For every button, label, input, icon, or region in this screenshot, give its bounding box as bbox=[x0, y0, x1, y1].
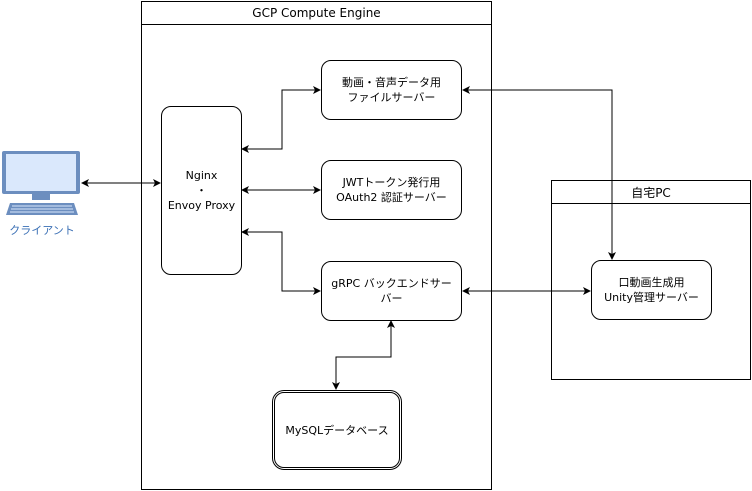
nginx-envoy-proxy-node: Nginx ・ Envoy Proxy bbox=[161, 106, 242, 275]
client-label: クライアント bbox=[9, 224, 75, 237]
proxy-line-2: ・ bbox=[196, 184, 207, 197]
proxy-line-1: Nginx bbox=[185, 169, 218, 182]
auth-server-node: JWTトークン発行用 OAuth2 認証サーバー bbox=[321, 160, 462, 220]
gcp-container-title: GCP Compute Engine bbox=[142, 2, 491, 25]
unity-server-line-2: Unity管理サーバー bbox=[604, 291, 699, 304]
proxy-line-3: Envoy Proxy bbox=[167, 199, 236, 212]
edge-proxy-file-server bbox=[241, 86, 321, 153]
computer-monitor-icon bbox=[2, 151, 80, 215]
grpc-backend-line-2: バー bbox=[380, 292, 403, 305]
edge-proxy-grpc-backend bbox=[241, 228, 321, 295]
database-line-1: MySQLデータベース bbox=[285, 423, 389, 437]
unity-server-line-1: 口動画生成用 bbox=[618, 276, 685, 289]
grpc-backend-node: gRPC バックエンドサー バー bbox=[321, 261, 462, 321]
home-pc-container-title: 自宅PC bbox=[552, 181, 750, 204]
edge-file-server-unity bbox=[462, 86, 616, 260]
grpc-backend-line-1: gRPC バックエンドサー bbox=[331, 277, 452, 290]
edge-grpc-database bbox=[332, 320, 395, 390]
client: クライアント bbox=[0, 150, 84, 240]
file-server-node: 動画・音声データ用 ファイルサーバー bbox=[321, 60, 462, 120]
auth-server-line-2: OAuth2 認証サーバー bbox=[336, 191, 447, 204]
file-server-line-1: 動画・音声データ用 bbox=[342, 76, 441, 89]
file-server-line-2: ファイルサーバー bbox=[347, 91, 436, 104]
mysql-database-node: MySQLデータベース bbox=[272, 390, 402, 470]
unity-server-node: 口動画生成用 Unity管理サーバー bbox=[591, 260, 712, 320]
auth-server-line-1: JWTトークン発行用 bbox=[342, 176, 441, 189]
